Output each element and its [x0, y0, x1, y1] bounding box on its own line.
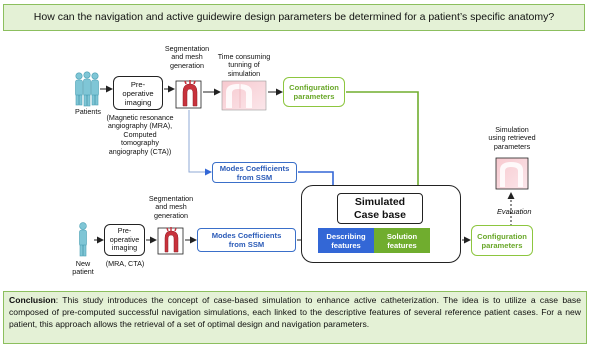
aorta-mesh-icon-bottom	[157, 227, 184, 255]
conclusion-panel: Conclusion: This study introduces the co…	[3, 291, 587, 344]
simulation-label: Simulation using retrieved parameters	[488, 125, 536, 151]
tuning-label: Time consuming tunning of simulation	[217, 52, 271, 78]
aorta-mesh-icon	[175, 80, 202, 109]
modes-box-top: Modes Coefficients from SSM	[212, 162, 297, 183]
patients-icon	[75, 71, 99, 107]
imaging-note-top: (Magnetic resonance angiography (MRA), C…	[106, 113, 174, 156]
segmentation-label-top: Segmentation and mesh generation	[164, 44, 210, 70]
question-banner: How can the navigation and active guidew…	[3, 4, 585, 31]
solution-features: Solution features	[374, 228, 430, 253]
config-box-bottom: Configuration parameters	[471, 225, 533, 256]
connectors-top	[100, 85, 283, 96]
case-base-title: Simulated Case base	[337, 193, 423, 224]
simulation-mesh-icon	[221, 80, 267, 111]
imaging-box-top: Pre- operative imaging	[113, 76, 163, 110]
describing-features: Describing features	[318, 228, 374, 253]
imaging-note-bottom: (MRA, CTA)	[105, 259, 145, 268]
conclusion-text: : This study introduces the concept of c…	[9, 295, 581, 330]
modes-box-bottom: Modes Coefficients from SSM	[197, 228, 296, 252]
imaging-box-bottom: Pre- operative imaging	[104, 224, 145, 256]
simulation-result-icon	[495, 157, 529, 190]
connectors-green	[346, 91, 424, 228]
connectors-bottom	[94, 192, 515, 244]
conclusion-heading: Conclusion	[9, 295, 56, 305]
config-box-top: Configuration parameters	[283, 77, 345, 107]
evaluation-label: Evaluation	[497, 207, 532, 216]
patients-label: Patients	[75, 107, 101, 116]
new-patient-icon	[79, 222, 87, 257]
segmentation-label-bottom: Segmentation and mesh generation	[148, 194, 194, 220]
new-patient-label: New patient	[72, 259, 94, 277]
